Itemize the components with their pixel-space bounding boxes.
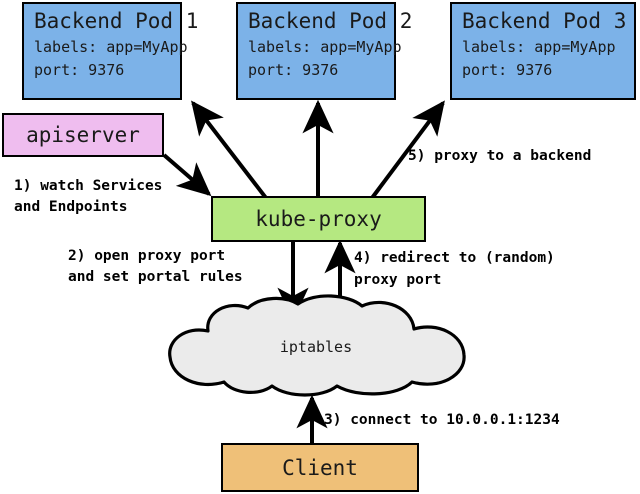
backend-pod-3-box[interactable]: Backend Pod 3 labels: app=MyApp port: 93… <box>450 2 636 100</box>
edge-label-step3: 3) connect to 10.0.0.1:1234 <box>324 412 560 428</box>
edge-label-step1-line2: and Endpoints <box>14 199 128 215</box>
backend-pod-2-title: Backend Pod 2 <box>248 9 413 33</box>
edge-label-step5: 5) proxy to a backend <box>408 148 592 164</box>
backend-pod-3-labels: labels: app=MyApp <box>462 38 616 56</box>
backend-pod-3-title: Backend Pod 3 <box>462 9 627 33</box>
edge-kubeproxy-to-pod1 <box>191 100 268 200</box>
backend-pod-1-title: Backend Pod 1 <box>34 9 199 33</box>
edge-label-step1-line1: 1) watch Services <box>14 178 163 194</box>
kube-proxy-label: kube-proxy <box>255 207 382 231</box>
edge-apiserver-to-kubeproxy <box>162 153 212 197</box>
edge-kubeproxy-to-pod3 <box>370 100 445 200</box>
apiserver-label: apiserver <box>26 123 140 147</box>
backend-pod-2-port: port: 9376 <box>248 61 339 79</box>
edge-label-step4-line2: proxy port <box>354 272 442 288</box>
edge-label-step2-line2: and set portal rules <box>68 269 243 285</box>
client-label: Client <box>282 455 358 480</box>
iptables-cloud <box>168 294 466 397</box>
iptables-label: iptables <box>279 338 353 356</box>
edge-label-step4-line1: 4) redirect to (random) <box>354 250 555 266</box>
apiserver-box[interactable]: apiserver <box>2 113 164 157</box>
backend-pod-2-labels: labels: app=MyApp <box>248 38 402 56</box>
backend-pod-1-box[interactable]: Backend Pod 1 labels: app=MyApp port: 93… <box>22 2 199 100</box>
backend-pod-2-box[interactable]: Backend Pod 2 labels: app=MyApp port: 93… <box>236 2 413 100</box>
kube-proxy-box[interactable]: kube-proxy <box>211 196 426 242</box>
backend-pod-3-port: port: 9376 <box>462 61 553 79</box>
backend-pod-1-labels: labels: app=MyApp <box>34 38 188 56</box>
edge-label-step2-line1: 2) open proxy port <box>68 248 226 264</box>
client-box[interactable]: Client <box>221 443 419 492</box>
backend-pod-1-port: port: 9376 <box>34 61 125 79</box>
